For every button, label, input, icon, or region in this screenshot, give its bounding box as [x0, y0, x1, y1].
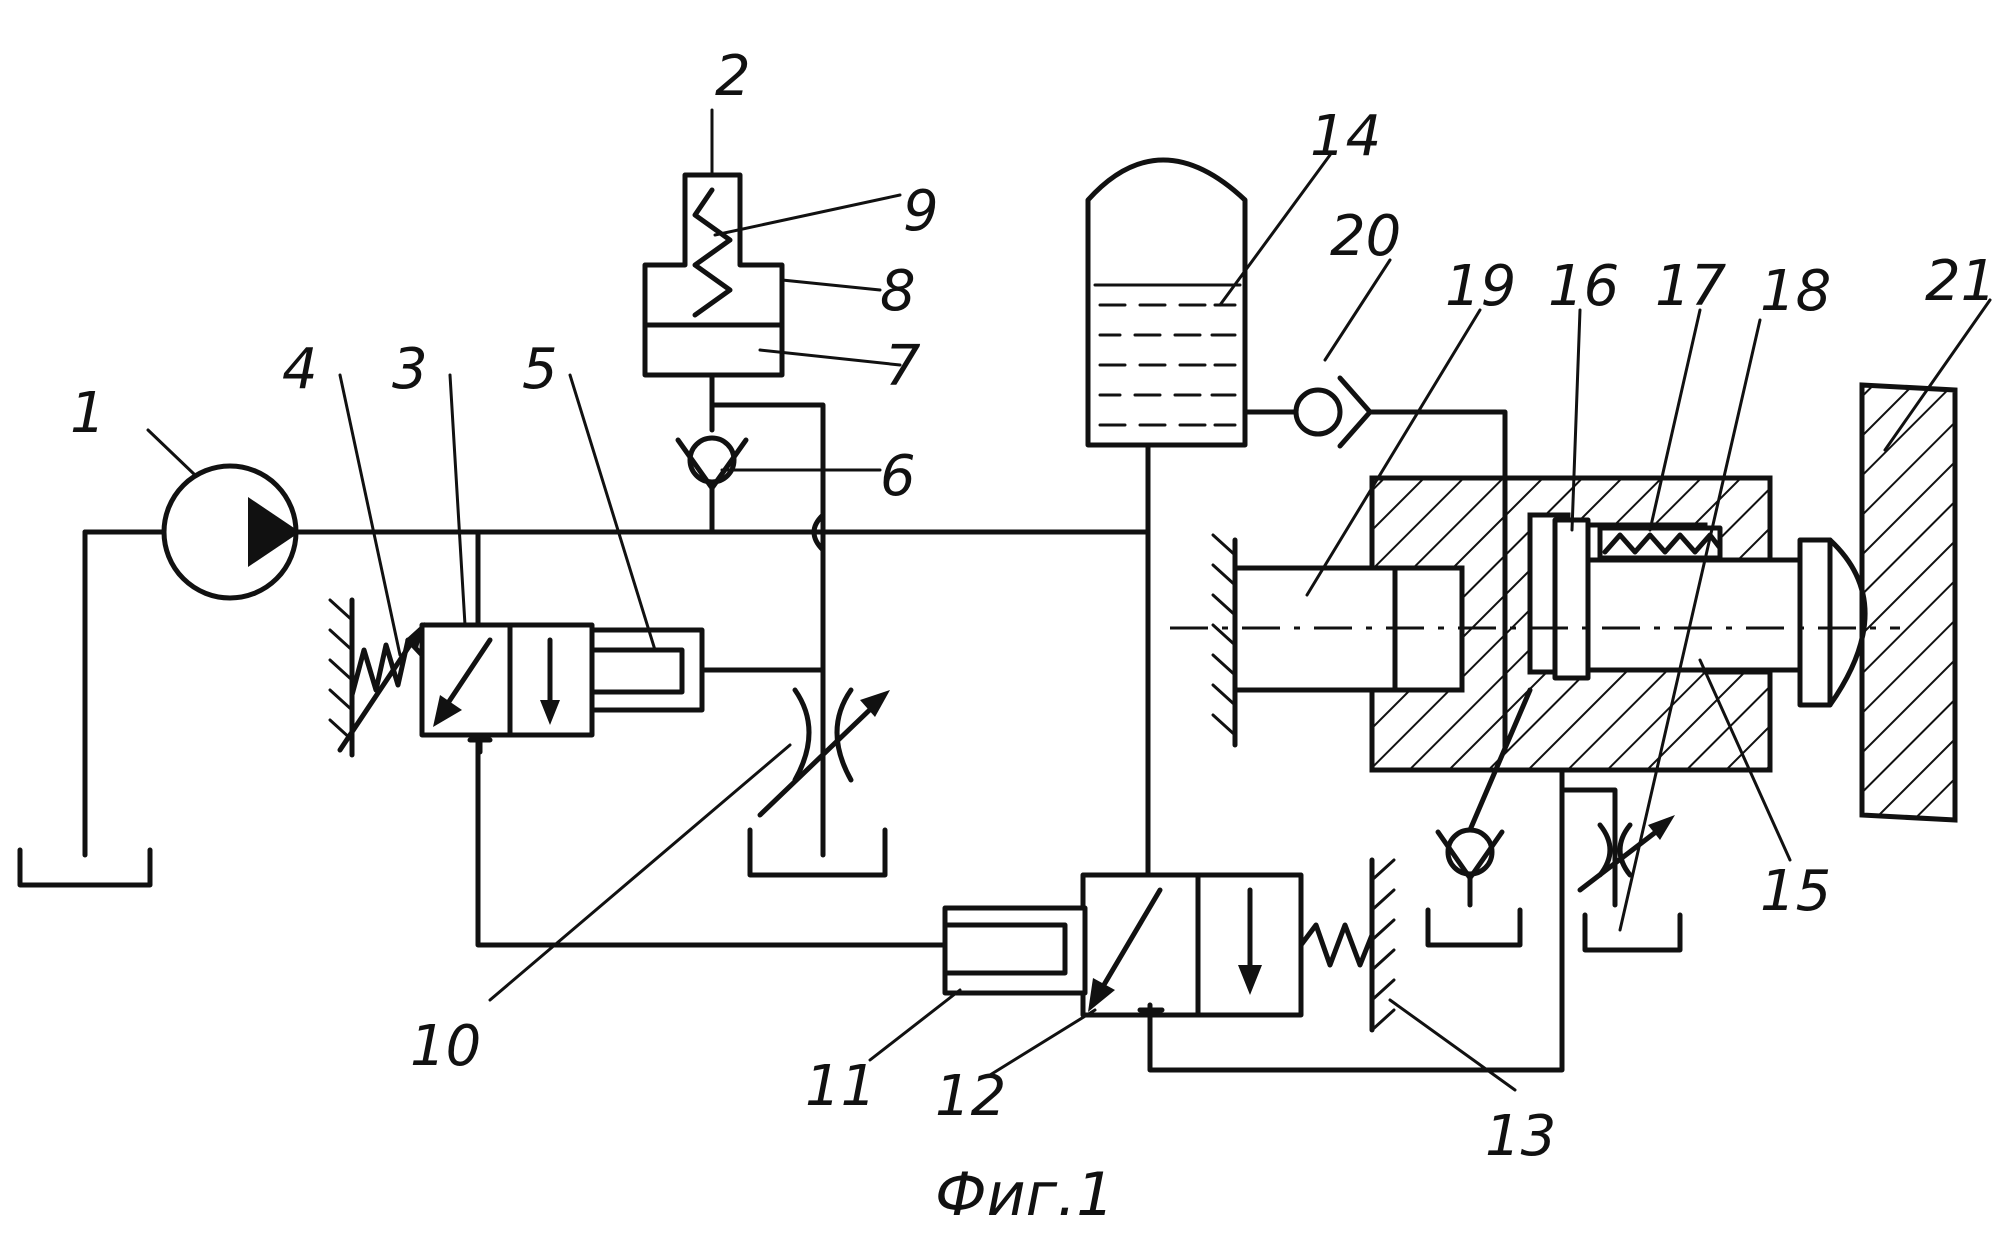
label-19: 19 [1445, 254, 1516, 319]
label-21: 21 [1925, 249, 1996, 314]
tank-left [20, 532, 150, 885]
workpiece-21 [1862, 385, 1955, 820]
label-10: 10 [410, 1014, 481, 1079]
valve-3 [422, 532, 945, 945]
label-5: 5 [522, 337, 558, 402]
label-3: 3 [392, 337, 428, 402]
label-20: 20 [1330, 204, 1401, 269]
spring-4 [330, 600, 425, 755]
figure-caption: Фиг.1 [935, 1160, 1114, 1230]
label-17: 17 [1655, 254, 1727, 319]
label-4: 4 [282, 337, 318, 402]
label-15: 15 [1760, 859, 1831, 924]
label-13: 13 [1485, 1104, 1556, 1169]
label-2: 2 [715, 44, 751, 109]
reservoir-14 [1088, 160, 1295, 875]
label-14: 14 [1310, 104, 1381, 169]
label-1: 1 [70, 381, 106, 446]
label-7: 7 [885, 334, 921, 399]
label-12: 12 [935, 1064, 1006, 1129]
label-11: 11 [805, 1054, 876, 1119]
pilot-cylinder-5 [592, 630, 823, 710]
check-valve-6 [678, 438, 746, 532]
throttle-10 [750, 670, 890, 875]
label-18: 18 [1760, 259, 1831, 324]
spring-13 [1301, 860, 1394, 1030]
valve-12 [945, 770, 1562, 1070]
label-16: 16 [1548, 254, 1619, 319]
label-8: 8 [880, 259, 916, 324]
label-9: 9 [903, 179, 939, 244]
accumulator-2 [645, 175, 823, 560]
pump-1 [164, 466, 300, 598]
label-6: 6 [880, 444, 916, 509]
